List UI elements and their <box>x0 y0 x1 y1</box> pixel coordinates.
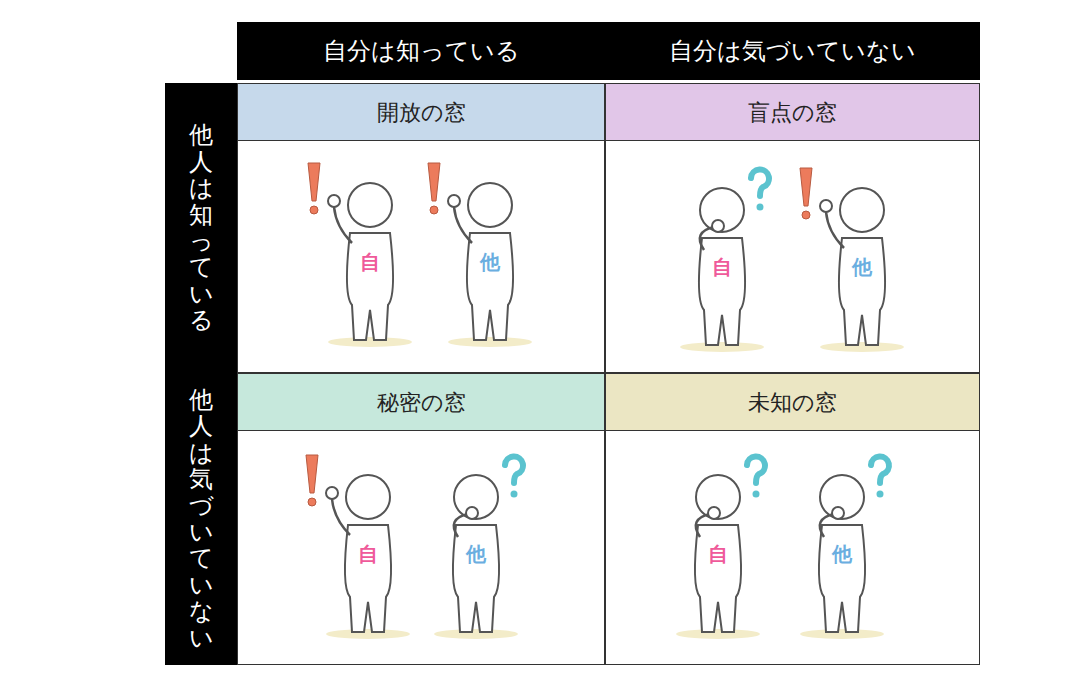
figure-arm <box>334 207 352 243</box>
figure-body <box>819 525 865 632</box>
exclamation-mark <box>800 168 812 206</box>
figure-head <box>696 475 740 519</box>
figure-hand <box>328 195 340 207</box>
figure-body <box>695 525 741 632</box>
figure-label: 他 <box>847 254 877 280</box>
row-header: 他人は知っている <box>165 83 237 373</box>
column-header: 自分は気づいていない <box>605 22 980 80</box>
window-quadrant: 秘密の窓 <box>237 373 605 665</box>
column-header: 自分は知っている <box>237 22 605 80</box>
stick-figure <box>800 168 904 352</box>
question-mark <box>871 457 889 483</box>
question-dot <box>753 491 760 498</box>
window-title: 盲点の窓 <box>606 84 979 141</box>
exclamation-dot <box>430 206 438 214</box>
figure-arm <box>332 499 350 535</box>
figure-head <box>468 183 512 227</box>
figure-label: 自 <box>353 541 383 567</box>
figure-arm <box>826 212 844 248</box>
question-dot <box>877 491 884 498</box>
figure-label: 他 <box>461 541 491 567</box>
question-mark <box>751 170 769 196</box>
figure-arm <box>454 514 468 537</box>
figure-hand <box>832 507 844 519</box>
figure-arm <box>820 514 834 537</box>
question-mark <box>747 457 765 483</box>
figure-label: 自 <box>707 254 737 280</box>
figure-head <box>348 183 392 227</box>
figure-hand <box>712 220 724 232</box>
figure-body <box>699 238 745 345</box>
figure-head <box>820 475 864 519</box>
figure-body <box>467 233 513 340</box>
window-title: 開放の窓 <box>238 84 604 141</box>
exclamation-mark <box>308 163 320 201</box>
row-header: 他人は気づいていない <box>165 373 237 665</box>
figure-head <box>346 475 390 519</box>
question-dot <box>757 204 764 211</box>
stick-figure <box>800 457 889 639</box>
figure-arm <box>454 207 472 243</box>
window-title: 秘密の窓 <box>238 374 604 431</box>
exclamation-dot <box>308 498 316 506</box>
axis-label: 他人は知っている <box>189 122 213 333</box>
exclamation-dot <box>802 211 810 219</box>
ground-shadow <box>676 629 760 639</box>
window-quadrant: 盲点の窓 <box>605 83 980 373</box>
ground-shadow <box>448 337 532 347</box>
stick-figure <box>428 163 532 347</box>
window-quadrant: 開放の窓 <box>237 83 605 373</box>
figure-hand <box>466 507 478 519</box>
axis-label: 自分は知っている <box>323 35 520 67</box>
figure-arm <box>696 514 710 537</box>
stick-figure <box>676 457 765 639</box>
ground-shadow <box>328 337 412 347</box>
stick-figure <box>434 457 523 639</box>
figure-label: 他 <box>827 541 857 567</box>
axis-label: 自分は気づいていない <box>669 35 916 67</box>
figure-body <box>345 525 391 632</box>
stick-figure <box>306 455 410 639</box>
question-mark <box>505 457 523 483</box>
stick-figure <box>680 170 769 352</box>
window-quadrant: 未知の窓 <box>605 373 980 665</box>
window-title: 未知の窓 <box>606 374 979 431</box>
figure-body <box>453 525 499 632</box>
figure-body <box>347 233 393 340</box>
figure-hand <box>448 195 460 207</box>
ground-shadow <box>820 342 904 352</box>
ground-shadow <box>680 342 764 352</box>
figure-body <box>839 238 885 345</box>
figure-hand <box>326 487 338 499</box>
ground-shadow <box>800 629 884 639</box>
figure-hand <box>820 200 832 212</box>
exclamation-mark <box>428 163 440 201</box>
question-dot <box>511 491 518 498</box>
figure-head <box>454 475 498 519</box>
figure-label: 他 <box>475 249 505 275</box>
exclamation-mark <box>306 455 318 493</box>
figure-label: 自 <box>355 249 385 275</box>
stick-figure <box>308 163 412 347</box>
figure-label: 自 <box>703 541 733 567</box>
figure-arm <box>700 227 714 250</box>
ground-shadow <box>326 629 410 639</box>
figure-head <box>840 188 884 232</box>
axis-label: 他人は気づいていない <box>189 387 213 651</box>
figure-hand <box>708 507 720 519</box>
figure-head <box>700 188 744 232</box>
exclamation-dot <box>310 206 318 214</box>
ground-shadow <box>434 629 518 639</box>
